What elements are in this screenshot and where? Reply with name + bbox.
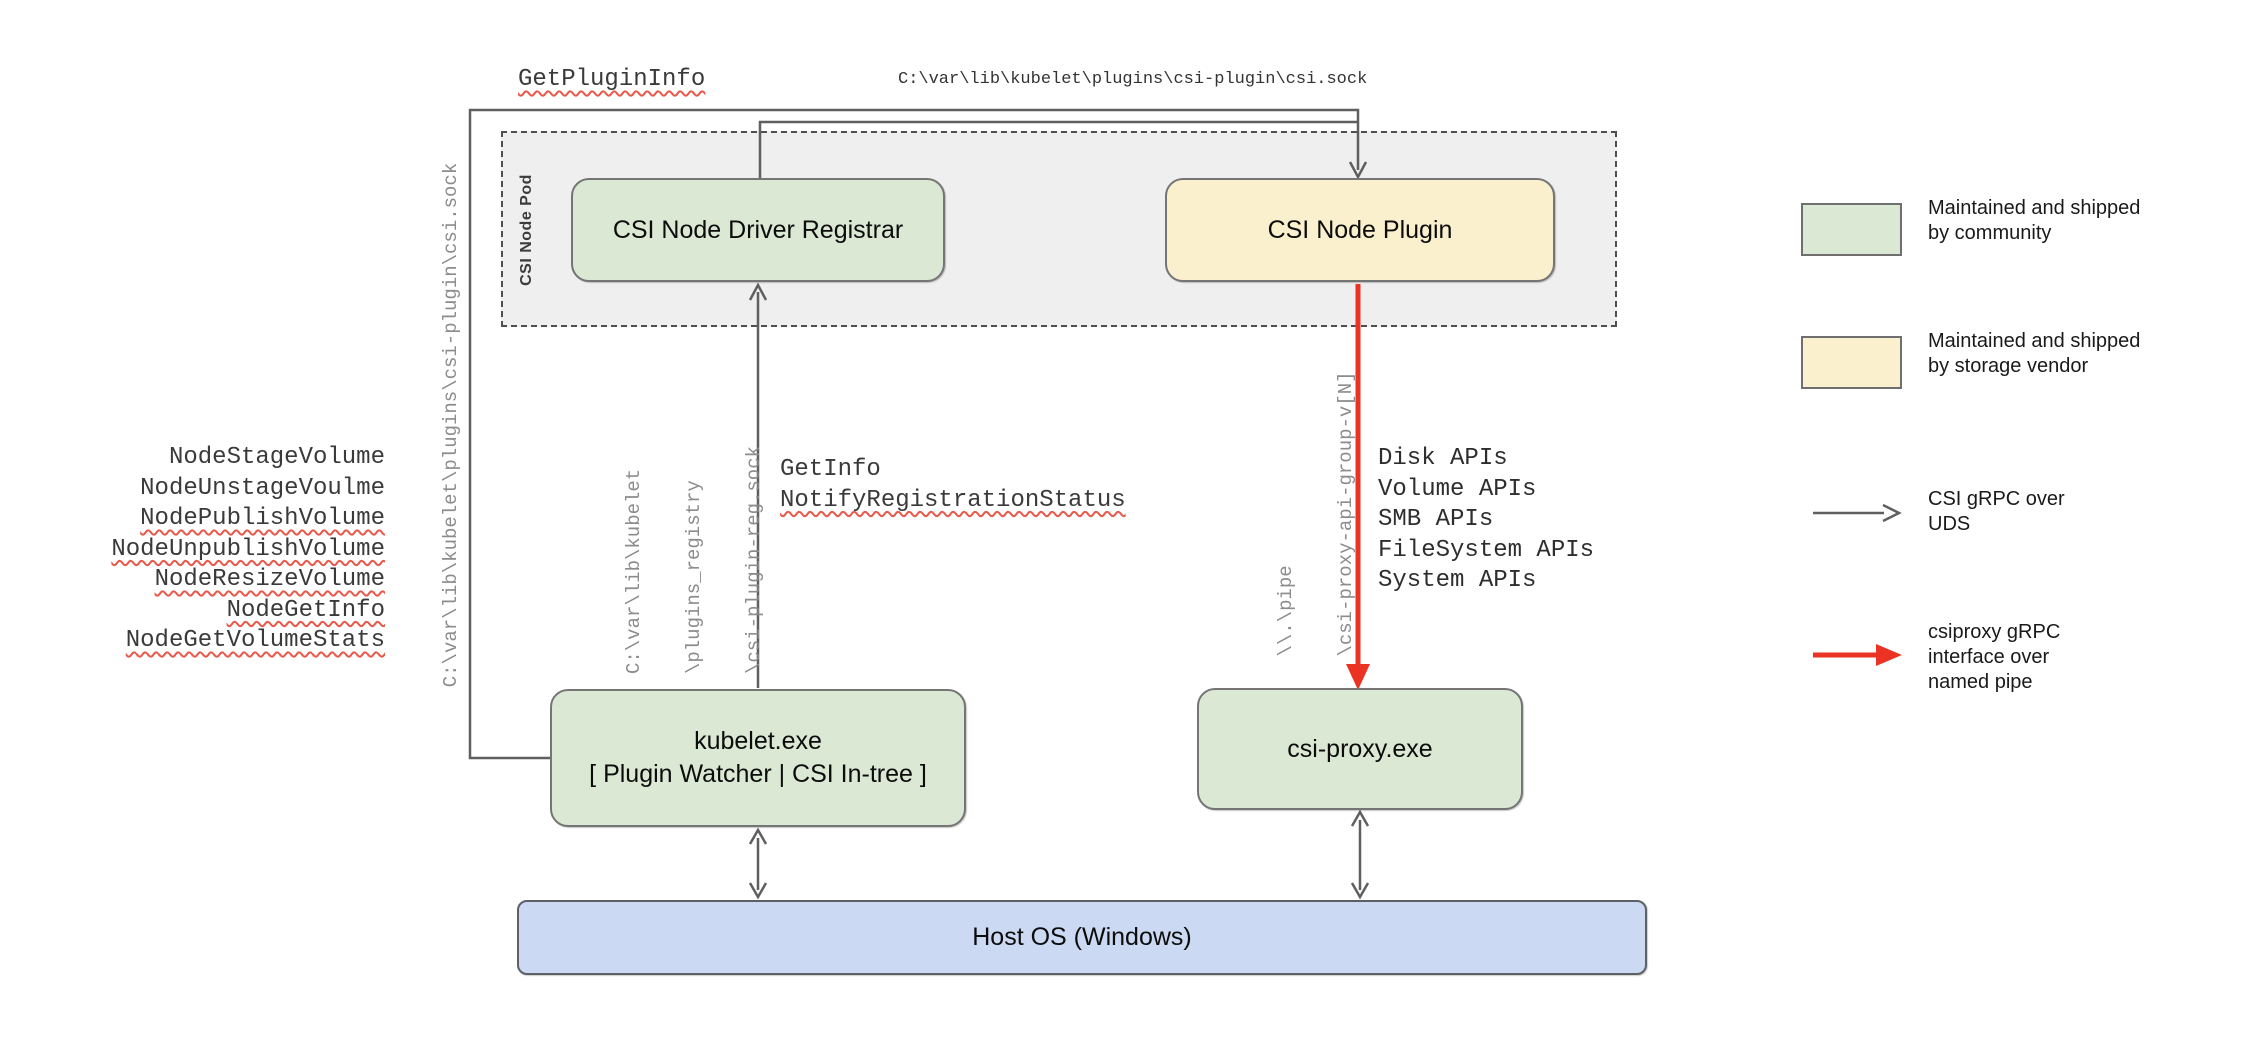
kubelet-node-calls-list: NodeStageVolume NodeUnstageVoulme NodePu… xyxy=(80,443,385,657)
host-os-label: Host OS (Windows) xyxy=(972,923,1192,951)
node-plugin-box: CSI Node Plugin xyxy=(1165,178,1555,282)
legend-label-vendor: Maintained and shipped by storage vendor xyxy=(1928,330,2141,377)
label-getinfo: GetInfo xyxy=(780,456,881,483)
legend-gray-arrow-icon xyxy=(1813,503,1902,523)
arrowhead-up-icon xyxy=(748,827,768,845)
list-item: NodePublishVolume xyxy=(140,505,385,532)
edge-proxy-host xyxy=(1350,809,1370,900)
label-top-socket-path: C:\var\lib\kubelet\plugins\csi-plugin\cs… xyxy=(898,70,1368,89)
list-item: NodeStageVolume xyxy=(168,444,385,471)
list-item: Volume APIs xyxy=(1378,475,1537,503)
list-item: NodeResizeVolume xyxy=(154,566,385,593)
list-item: NodeUnpublishVolume xyxy=(111,535,385,563)
legend-red-arrow-icon xyxy=(1813,644,1902,666)
label-getplugininfo: GetPluginInfo xyxy=(518,66,706,93)
label-registration-socket-path-rotated: C:\var\lib\kubelet \plugins_registry \cs… xyxy=(623,445,765,675)
csi-node-pod-label: CSI Node Pod xyxy=(518,174,535,286)
host-os-box: Host OS (Windows) xyxy=(517,900,1647,975)
legend-label-csi-grpc: CSI gRPC over UDS xyxy=(1928,488,2065,535)
kubelet-label-line1: kubelet.exe xyxy=(694,727,822,755)
list-item: NodeGetInfo xyxy=(226,596,385,624)
csi-proxy-box: csi-proxy.exe xyxy=(1197,688,1523,810)
list-item: NodeGetVolumeStats xyxy=(125,627,385,654)
list-item: SMB APIs xyxy=(1378,506,1494,533)
legend-label-csiproxy-grpc: csiproxy gRPC interface over named pipe xyxy=(1928,621,2061,693)
list-item: Disk APIs xyxy=(1378,445,1508,472)
proxy-api-list: Disk APIs Volume APIs SMB APIs FileSyste… xyxy=(1378,444,1594,597)
arrowhead-down-icon xyxy=(1350,882,1370,900)
node-plugin-label: CSI Node Plugin xyxy=(1267,215,1453,244)
kubelet-label-line2: [ Plugin Watcher | CSI In-tree ] xyxy=(589,760,927,788)
red-arrowhead-down-icon xyxy=(1346,664,1370,690)
csi-proxy-label: csi-proxy.exe xyxy=(1287,734,1433,763)
registration-calls-list: GetInfo NotifyRegistrationStatus xyxy=(780,455,1126,516)
arrowhead-down-icon xyxy=(748,882,768,900)
label-notify-registration-status: NotifyRegistrationStatus xyxy=(780,486,1126,514)
node-registrar-label: CSI Node Driver Registrar xyxy=(612,215,904,244)
node-registrar-box: CSI Node Driver Registrar xyxy=(571,178,945,282)
label-left-socket-path-rotated: C:\var\lib\kubelet\plugins\csi-plugin\cs… xyxy=(440,162,462,688)
arrowhead-up-icon xyxy=(1350,809,1370,827)
list-item: NodeUnstageVoulme xyxy=(140,474,385,502)
legend-label-community: Maintained and shipped by community xyxy=(1928,197,2141,244)
list-item: System APIs xyxy=(1378,567,1537,594)
legend-swatch-community xyxy=(1801,203,1902,256)
label-named-pipe-path-rotated: \\.\pipe \csi-proxy-api-group-v[N] xyxy=(1275,371,1357,657)
list-item: FileSystem APIs xyxy=(1378,536,1595,564)
edge-kubelet-host xyxy=(748,827,768,900)
legend-swatch-vendor xyxy=(1801,336,1902,389)
kubelet-box: kubelet.exe [ Plugin Watcher | CSI In-tr… xyxy=(550,689,966,827)
